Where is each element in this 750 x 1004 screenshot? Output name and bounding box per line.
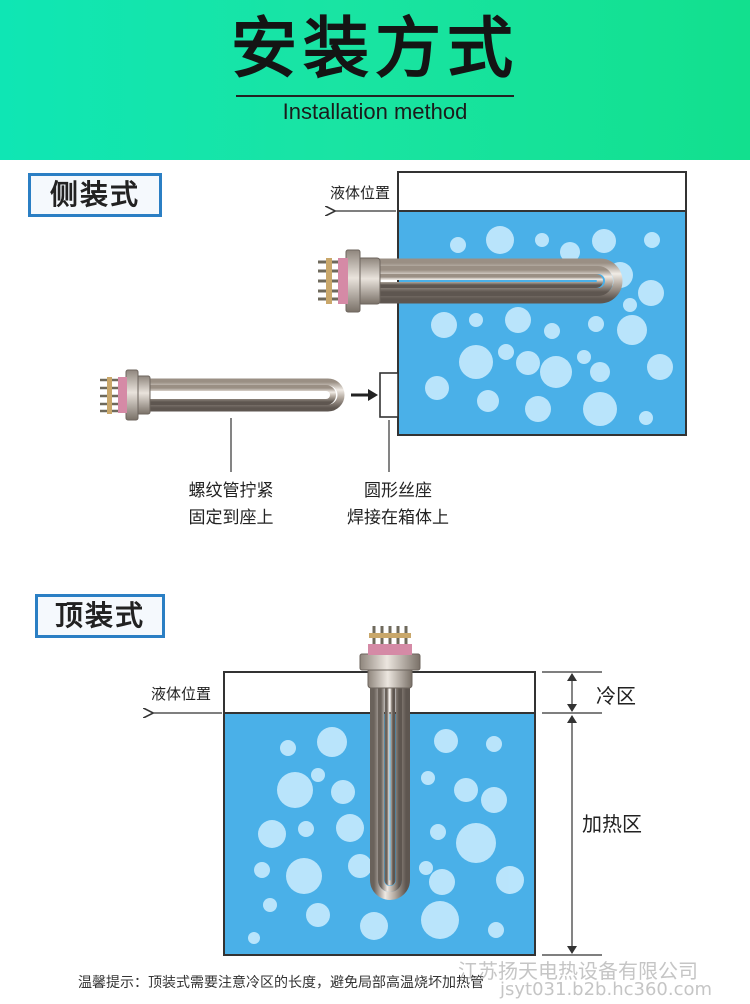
dimension-arrowheads	[567, 673, 577, 954]
watermark-url: jsyt031.b2b.hc360.com	[500, 979, 713, 1000]
heating-zone-label: 加热区	[582, 812, 642, 836]
top-mount-heading: 顶装式	[35, 594, 165, 638]
header-banner	[0, 0, 750, 160]
side-note-left-line2: 固定到座上	[188, 508, 274, 528]
top-heater	[359, 626, 421, 900]
side-mount-heading: 侧装式	[28, 173, 162, 217]
cold-zone-label: 冷区	[596, 684, 636, 708]
side-note-right-line1: 圆形丝座	[364, 481, 432, 501]
side-note-right: 圆形丝座 焊接在箱体上	[326, 478, 470, 532]
dimension-lines	[542, 671, 602, 956]
footer-tip: 温馨提示：顶装式需要注意冷区的长度，避免局部高温烧坏加热管	[78, 975, 484, 991]
side-heater-installed	[318, 249, 623, 313]
side-note-left-line1: 螺纹管拧紧	[188, 481, 274, 501]
page-title: 安装方式	[231, 10, 519, 87]
insert-arrow	[351, 389, 378, 401]
watermark-company: 江苏扬天电热设备有限公司	[458, 959, 698, 983]
page-subtitle: Installation method	[282, 99, 468, 124]
round-socket	[379, 372, 399, 418]
side-heater-detached	[100, 369, 345, 421]
side-note-left: 螺纹管拧紧 固定到座上	[168, 478, 294, 532]
side-note-right-line2: 焊接在箱体上	[347, 508, 449, 528]
side-liquid-level-label: 液体位置	[330, 184, 391, 202]
top-liquid-level-label: 液体位置	[151, 685, 212, 703]
top-tank-bubbles	[248, 727, 524, 944]
title-underline	[236, 95, 514, 97]
